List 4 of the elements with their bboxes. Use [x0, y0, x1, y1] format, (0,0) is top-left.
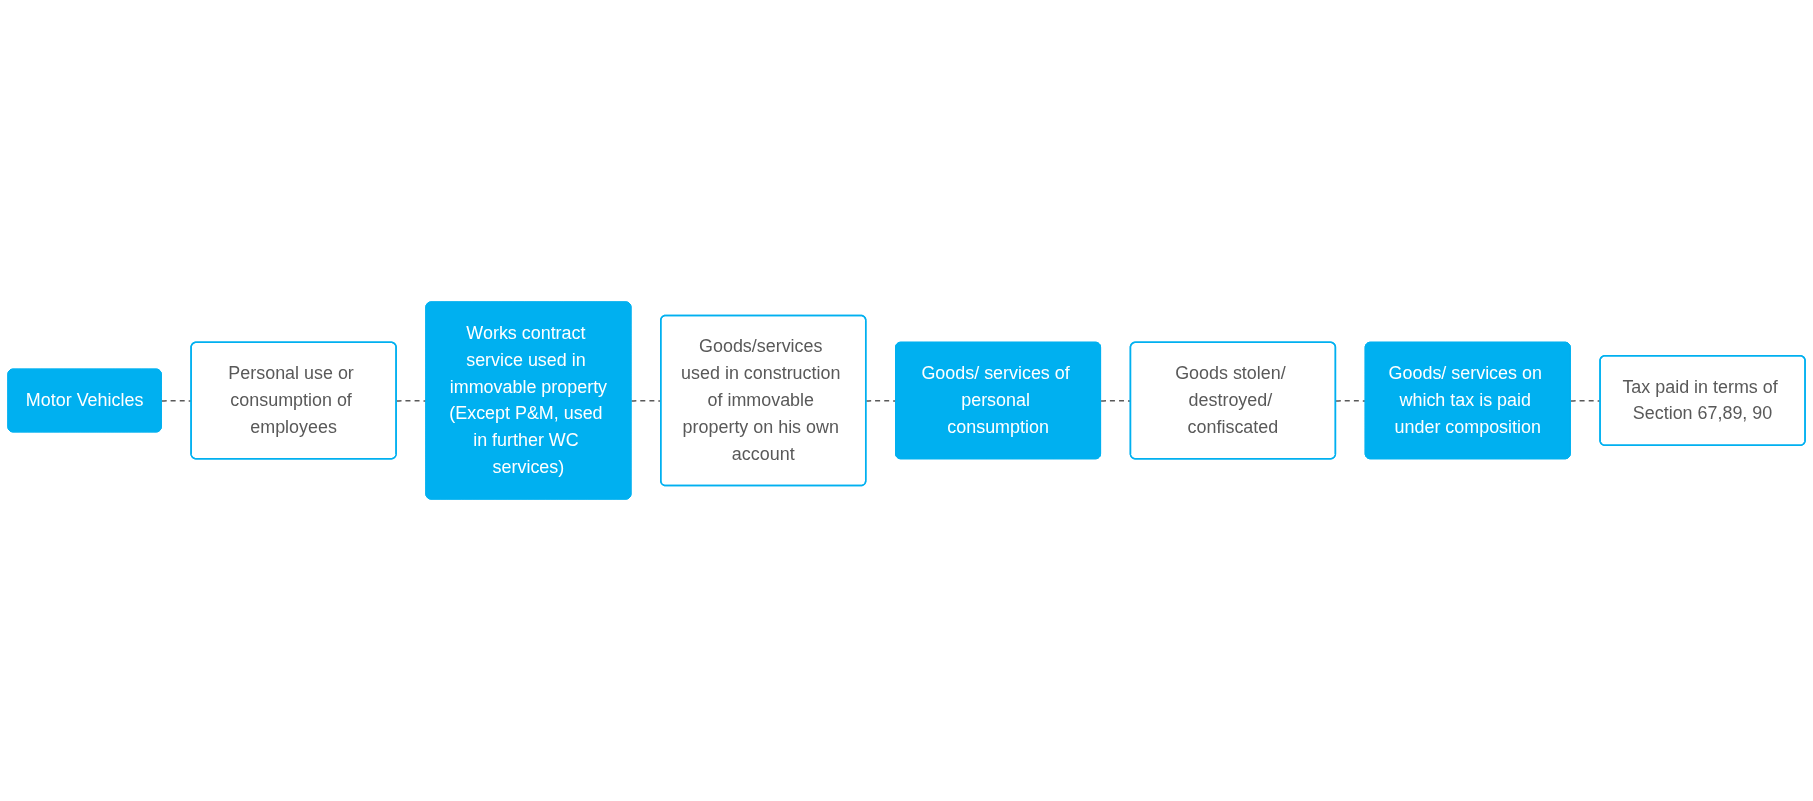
connector [630, 399, 662, 402]
connector [865, 399, 897, 402]
connector [1100, 399, 1132, 402]
connector [1335, 399, 1367, 402]
